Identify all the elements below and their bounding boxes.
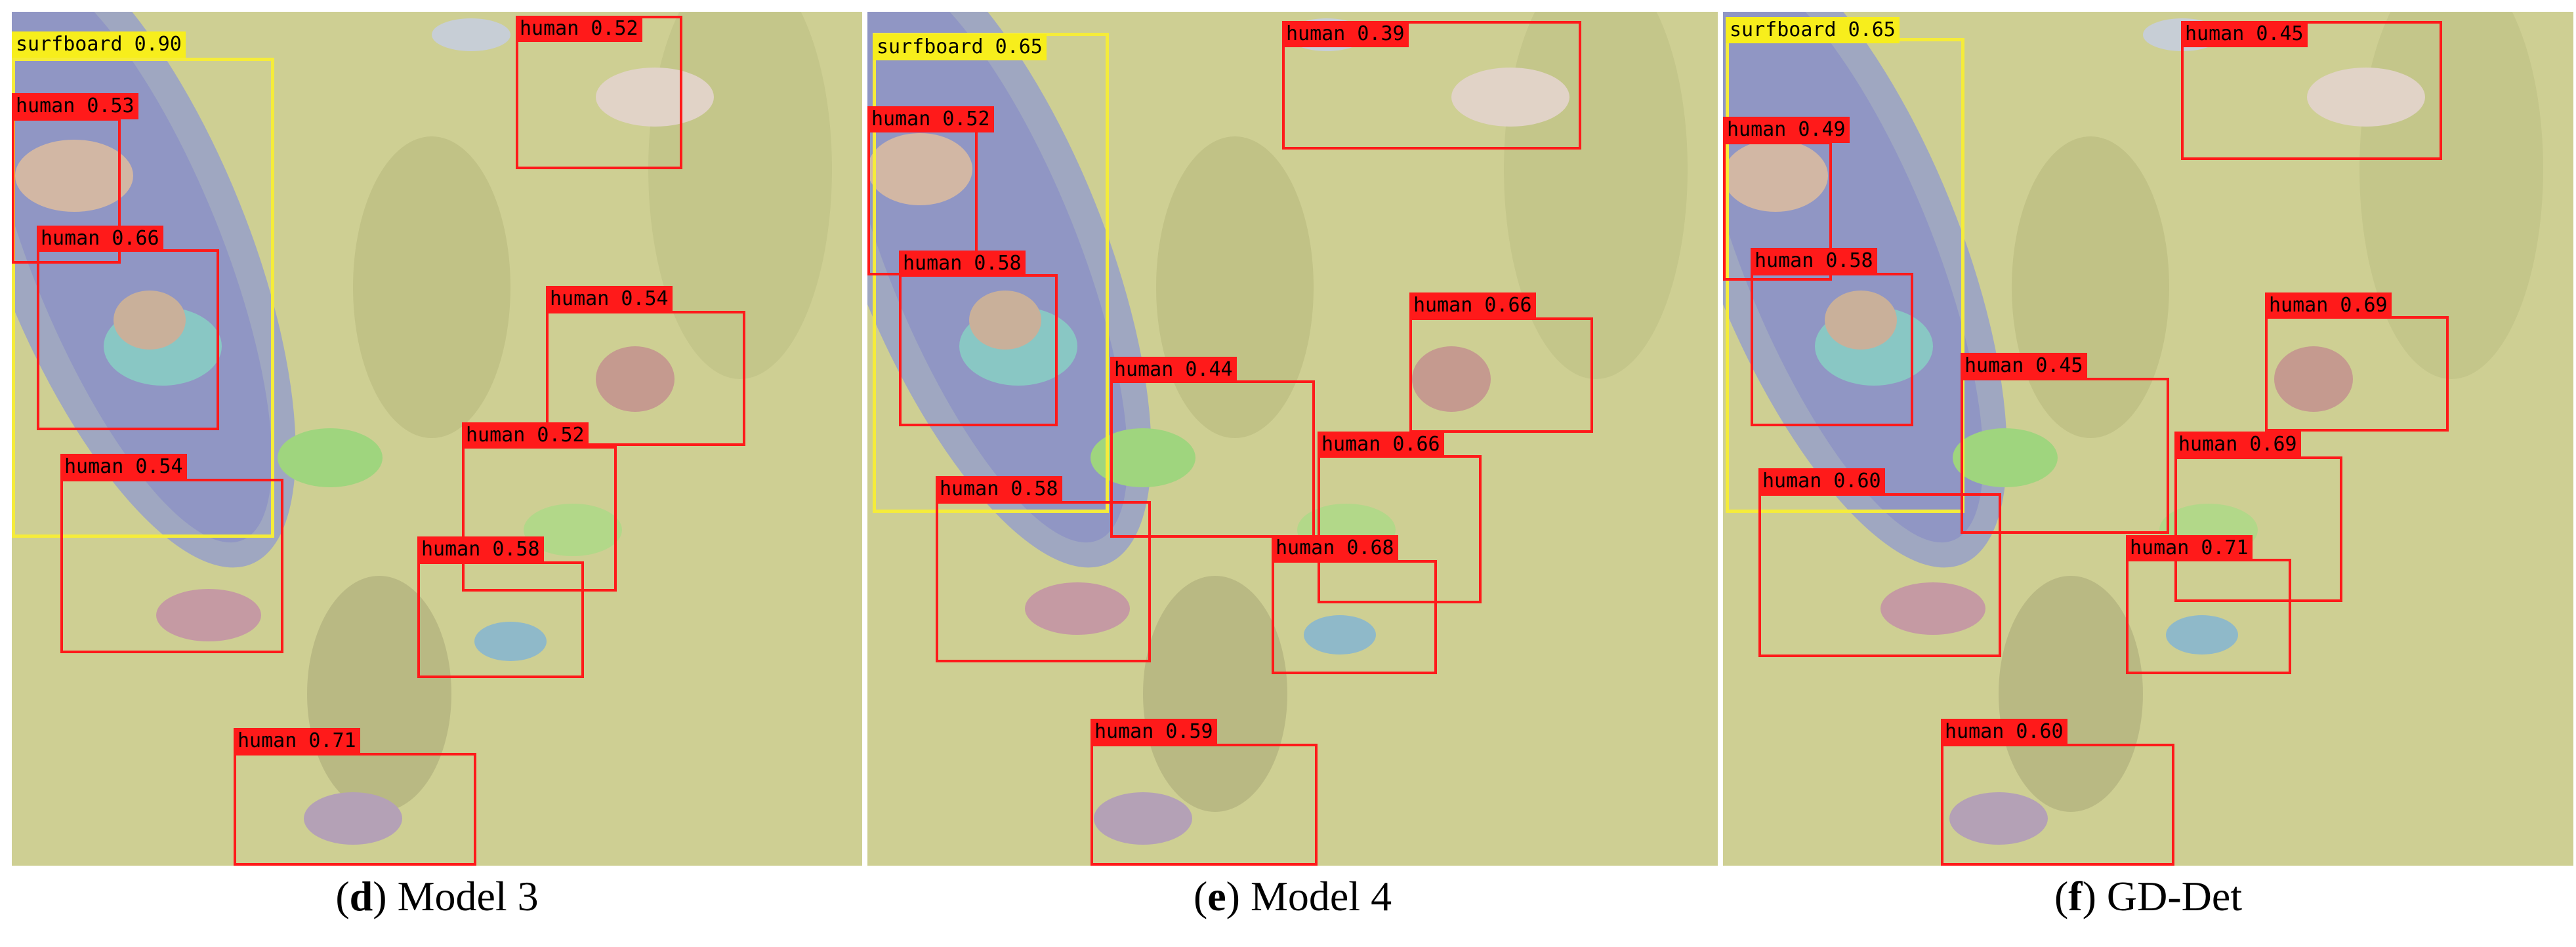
detection-box-human <box>2265 316 2449 432</box>
panel-gd-det: surfboard 0.65 human 0.45 human 0.49 hum… <box>1723 12 2573 866</box>
detection-label-human: human 0.69 <box>2174 432 2301 458</box>
detection-box-human <box>1961 378 2169 534</box>
detection-box-human <box>12 118 121 264</box>
detection-label-human: human 0.58 <box>899 251 1026 277</box>
detection-label-human: human 0.58 <box>936 476 1062 502</box>
detection-label-human: human 0.49 <box>1723 117 1850 143</box>
caption-text: GD-Det <box>2096 873 2243 919</box>
detection-box-human <box>1758 493 2001 657</box>
caption-text: Model 3 <box>386 873 539 919</box>
detection-label-human: human 0.39 <box>1282 21 1409 47</box>
caption-letter: d <box>349 873 373 919</box>
detection-box-human <box>1282 21 1581 150</box>
detection-box-human <box>2174 456 2342 602</box>
detection-label-human: human 0.52 <box>516 16 642 42</box>
detection-label-human: human 0.52 <box>867 106 994 132</box>
detection-label-human: human 0.54 <box>60 454 187 480</box>
caption-text: Model 4 <box>1239 873 1392 919</box>
detection-box-human <box>1941 744 2174 866</box>
detection-box-human <box>1272 560 1437 674</box>
detection-box-human <box>60 479 283 653</box>
detection-box-human <box>899 274 1058 426</box>
detection-label-human: human 0.60 <box>1941 719 2067 745</box>
panel-model-4: surfboard 0.65 human 0.39 human 0.52 hum… <box>867 12 1718 866</box>
detection-box-surfboard <box>12 58 274 538</box>
detection-box-human <box>1723 142 1832 281</box>
detection-label-human: human 0.45 <box>2181 21 2308 47</box>
detection-label-surfboard: surfboard 0.65 <box>1726 17 1900 43</box>
detection-label-surfboard: surfboard 0.90 <box>12 31 186 58</box>
detection-label-human: human 0.52 <box>462 422 589 449</box>
panel-model-3: surfboard 0.90 human 0.52 human 0.53 hum… <box>12 12 862 866</box>
caption-gd-det: (f) GD-Det <box>2054 873 2243 919</box>
aerial-scene-image <box>1723 12 2573 866</box>
detection-label-human: human 0.66 <box>1318 432 1444 458</box>
detection-box-human <box>1091 744 1318 866</box>
detection-label-human: human 0.59 <box>1091 719 1217 745</box>
detection-label-human: human 0.58 <box>1751 248 1877 274</box>
detection-label-human: human 0.66 <box>1409 292 1536 319</box>
detection-label-human: human 0.66 <box>37 226 163 252</box>
detection-label-surfboard: surfboard 0.65 <box>873 34 1047 60</box>
detection-label-human: human 0.71 <box>2126 535 2253 561</box>
detection-box-human <box>2126 559 2291 674</box>
detection-box-human <box>1751 273 1913 426</box>
detection-box-human <box>37 249 219 430</box>
detection-box-human <box>1409 317 1593 433</box>
detection-label-human: human 0.44 <box>1110 357 1237 383</box>
caption-model-4: (e) Model 4 <box>1193 873 1392 919</box>
detection-label-human: human 0.69 <box>2265 292 2392 319</box>
detection-box-human <box>417 561 584 678</box>
detection-box-human <box>936 501 1151 662</box>
detection-box-human <box>2181 21 2442 160</box>
detection-label-human: human 0.60 <box>1758 468 1885 494</box>
caption-letter: f <box>2068 873 2083 919</box>
detection-box-human <box>546 311 745 446</box>
caption-model-3: (d) Model 3 <box>335 873 539 919</box>
detection-label-human: human 0.45 <box>1961 353 2087 379</box>
detection-box-human <box>234 753 476 866</box>
detection-label-human: human 0.54 <box>546 286 673 312</box>
detection-label-human: human 0.58 <box>417 536 544 563</box>
detection-label-human: human 0.71 <box>234 728 360 754</box>
detection-label-human: human 0.68 <box>1272 535 1398 561</box>
caption-letter: e <box>1207 873 1226 919</box>
detection-label-human: human 0.53 <box>12 93 138 119</box>
